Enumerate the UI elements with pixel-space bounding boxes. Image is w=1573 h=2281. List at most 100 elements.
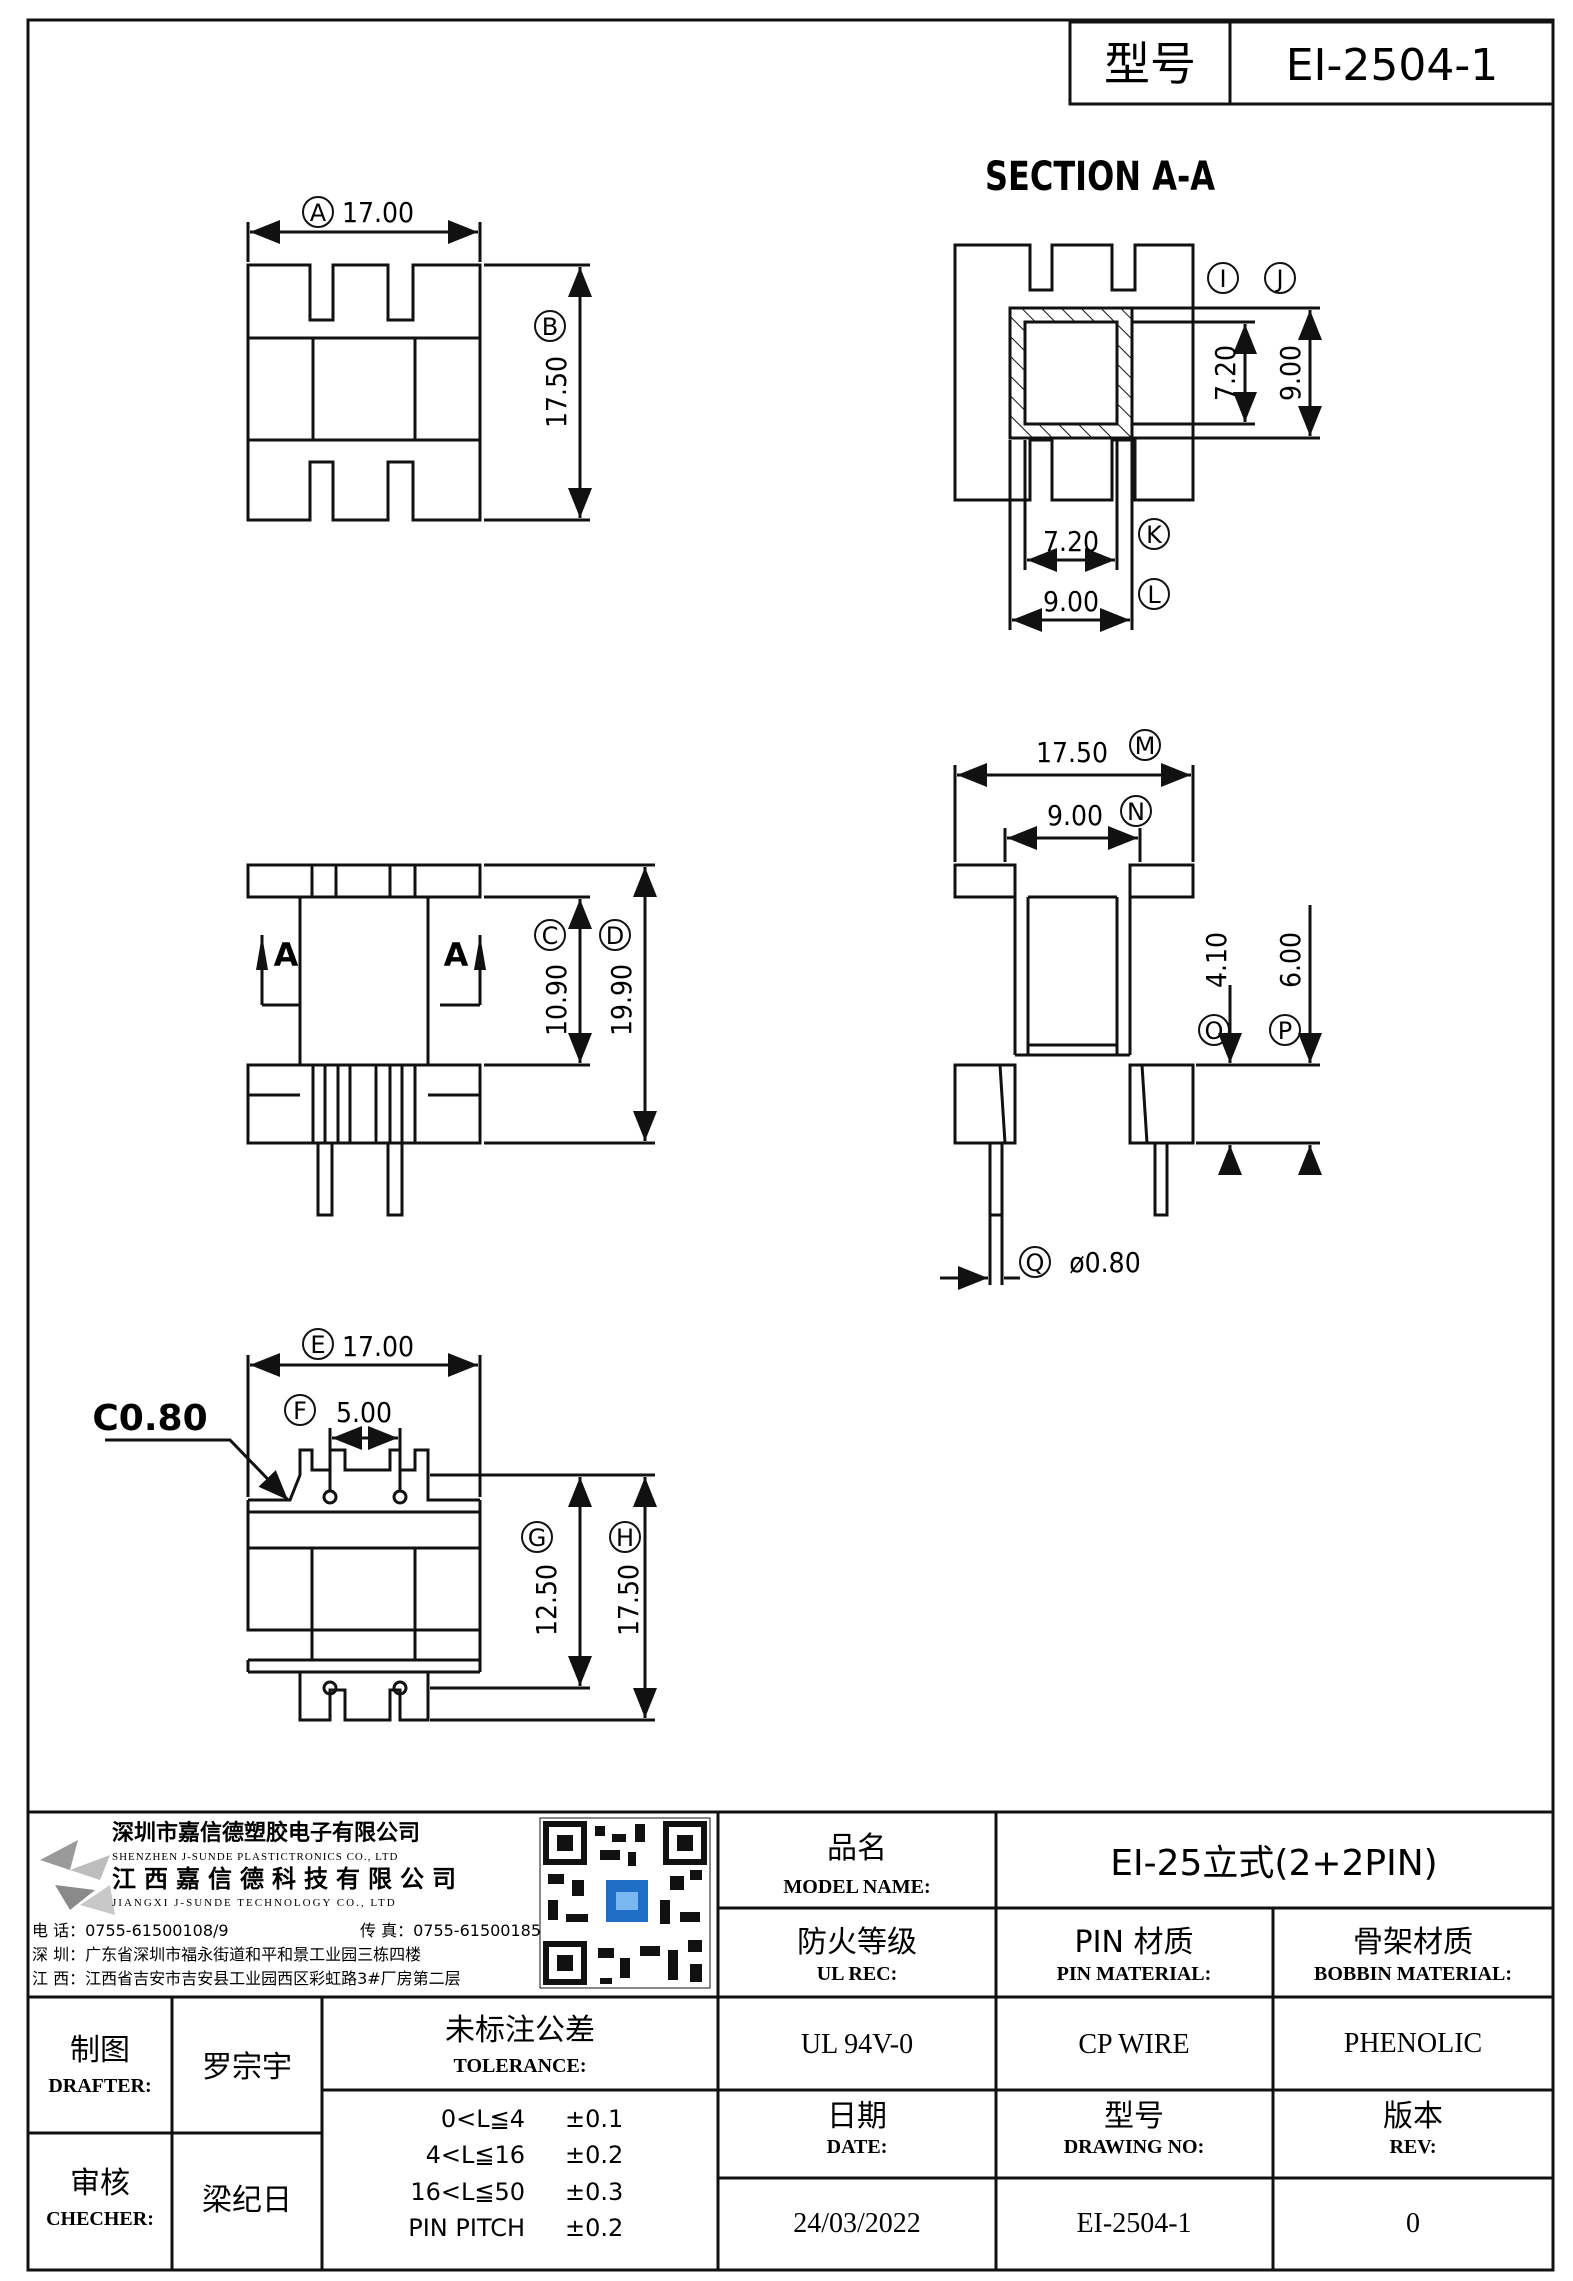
checker-en: CHECHER: [46, 2208, 154, 2230]
drawing-no-cn: 型号 [1104, 2099, 1164, 2134]
bottom-view [105, 1353, 657, 1722]
drawing-no-value: EI-2504-1 [1076, 2208, 1191, 2239]
top-view [246, 220, 592, 522]
drafter-en: DRAFTER: [48, 2075, 151, 2097]
callout-i-letter: I [1219, 265, 1226, 293]
tolerance-en: TOLERANCE: [454, 2055, 587, 2077]
header-model-value: EI-2504-1 [1286, 40, 1499, 91]
dim-side-pin: ø0.80 [1069, 1246, 1140, 1279]
callout-e-letter: E [310, 1331, 325, 1359]
section-view [953, 243, 1322, 632]
dim-side-h2: 6.00 [1274, 932, 1307, 988]
dim-section-inner-w: 7.20 [1043, 525, 1099, 558]
callout-d-letter: D [606, 922, 624, 950]
callout-l-letter: L [1147, 581, 1161, 609]
callout-h [609, 1521, 641, 1553]
header-model-label: 型号 [1104, 37, 1196, 91]
dim-bottom-width: 17.00 [342, 1330, 414, 1363]
tol-row-1-range: 0<L≦4 [441, 2105, 525, 2133]
drafter-value: 罗宗宇 [202, 2050, 292, 2085]
dim-bottom-h1: 12.50 [530, 1564, 563, 1636]
section-mark-left: A [274, 936, 299, 974]
callout-p-letter: P [1278, 1017, 1292, 1045]
tol-row-3-value: ±0.3 [565, 2178, 623, 2206]
date-cn: 日期 [827, 2099, 887, 2134]
rev-cn: 版本 [1383, 2099, 1443, 2134]
callout-q-letter: Q [1026, 1249, 1045, 1277]
callout-d [599, 919, 631, 951]
title-block-grid [28, 1810, 1553, 2270]
section-arrow-left [256, 935, 268, 970]
tol-row-3-range: 16<L≦50 [410, 2178, 525, 2206]
sheet-border [26, 18, 1555, 2272]
bottom-view-labels: E 17.00 F 5.00 C0.80 G 12.50 H 17.50 [92, 1328, 645, 1636]
callout-e [302, 1328, 334, 1360]
side-view-labels: 17.50 M 9.00 N 4.10 O 6.00 P Q ø0.80 [1019, 729, 1307, 1279]
company-name-cn: 深圳市嘉信德塑胶电子有限公司 [112, 1820, 420, 1846]
callout-k [1138, 518, 1170, 550]
ul-rec-cn: 防火等级 [797, 1925, 917, 1960]
dim-side-core: 9.00 [1047, 799, 1103, 832]
dim-side-h1: 4.10 [1200, 932, 1233, 988]
pin-material-cn: PIN 材质 [1075, 1925, 1194, 1960]
callout-n [1120, 795, 1152, 827]
checker-value: 梁纪日 [202, 2183, 292, 2218]
header-model-box: 型号 EI-2504-1 [1068, 20, 1555, 106]
ul-rec-en: UL REC: [817, 1963, 898, 1985]
callout-c-letter: C [542, 922, 559, 950]
bobbin-material-value: PHENOLIC [1344, 2028, 1482, 2059]
pin-material-value: CP WIRE [1078, 2029, 1189, 2060]
callout-i [1207, 262, 1239, 294]
pin-material-en: PIN MATERIAL: [1057, 1963, 1212, 1985]
rev-en: REV: [1389, 2136, 1436, 2158]
company-address-sz: 深 圳：广东省深圳市福永街道和平和景工业园三栋四楼 [32, 1945, 421, 1964]
callout-l [1138, 578, 1170, 610]
dim-front-h2: 19.90 [605, 964, 638, 1036]
tol-row-2-value: ±0.2 [565, 2141, 623, 2169]
callout-j [1264, 262, 1296, 294]
title-block-text: 品名 MODEL NAME: EI-25立式(2+2PIN) 防火等级 UL R… [46, 1831, 1512, 2242]
callout-o [1198, 1014, 1230, 1046]
dim-bottom-pitch: 5.00 [336, 1396, 392, 1429]
drawing-no-en: DRAWING NO: [1064, 2136, 1205, 2158]
company-fax: 传 真：0755-61500185 [360, 1921, 541, 1940]
tol-row-4-range: PIN PITCH [408, 2214, 525, 2242]
date-value: 24/03/2022 [793, 2208, 921, 2239]
callout-o-letter: O [1205, 1017, 1224, 1045]
chamfer-label: C0.80 [92, 1398, 207, 1439]
callout-c [534, 919, 566, 951]
bobbin-material-cn: 骨架材质 [1353, 1925, 1473, 1960]
callout-b-letter: B [542, 313, 558, 341]
tol-row-4-value: ±0.2 [565, 2214, 623, 2242]
callout-j-letter: J [1274, 265, 1283, 293]
model-name-value: EI-25立式(2+2PIN) [1110, 1843, 1437, 1884]
dim-front-h1: 10.90 [540, 964, 573, 1036]
callout-f [284, 1394, 316, 1426]
dim-section-inner-h: 7.20 [1209, 345, 1242, 401]
tol-row-2-range: 4<L≦16 [426, 2141, 525, 2169]
callout-k-letter: K [1146, 521, 1163, 549]
section-view-labels: I J 7.20 9.00 7.20 K 9.00 L [1043, 262, 1307, 618]
callout-m-letter: M [1135, 732, 1156, 760]
section-arrow-right [474, 935, 486, 970]
callout-n-letter: N [1127, 798, 1145, 826]
callout-a [302, 196, 334, 228]
section-mark-right: A [444, 936, 469, 974]
bobbin-material-en: BOBBIN MATERIAL: [1314, 1963, 1512, 1985]
dim-top-width: 17.00 [342, 196, 414, 229]
section-title: SECTION A-A [985, 152, 1215, 199]
callout-h-letter: H [616, 1524, 634, 1552]
dim-section-outer-h: 9.00 [1274, 345, 1307, 401]
callout-m [1129, 729, 1161, 761]
callout-a-letter: A [310, 199, 327, 227]
company2-name-cn: 江西嘉信德科技有限公司 [112, 1865, 464, 1893]
rev-value: 0 [1406, 2208, 1420, 2239]
callout-f-letter: F [293, 1397, 307, 1425]
callout-q [1019, 1246, 1051, 1278]
qr-code [539, 1817, 711, 1989]
drafter-cn: 制图 [70, 2033, 130, 2068]
company-name-en: SHENZHEN J-SUNDE PLASTICTRONICS CO., LTD [112, 1851, 399, 1863]
dim-bottom-h2: 17.50 [612, 1564, 645, 1636]
top-view-labels: A 17.00 B 17.50 [302, 196, 573, 428]
company-logo [40, 1840, 115, 1915]
